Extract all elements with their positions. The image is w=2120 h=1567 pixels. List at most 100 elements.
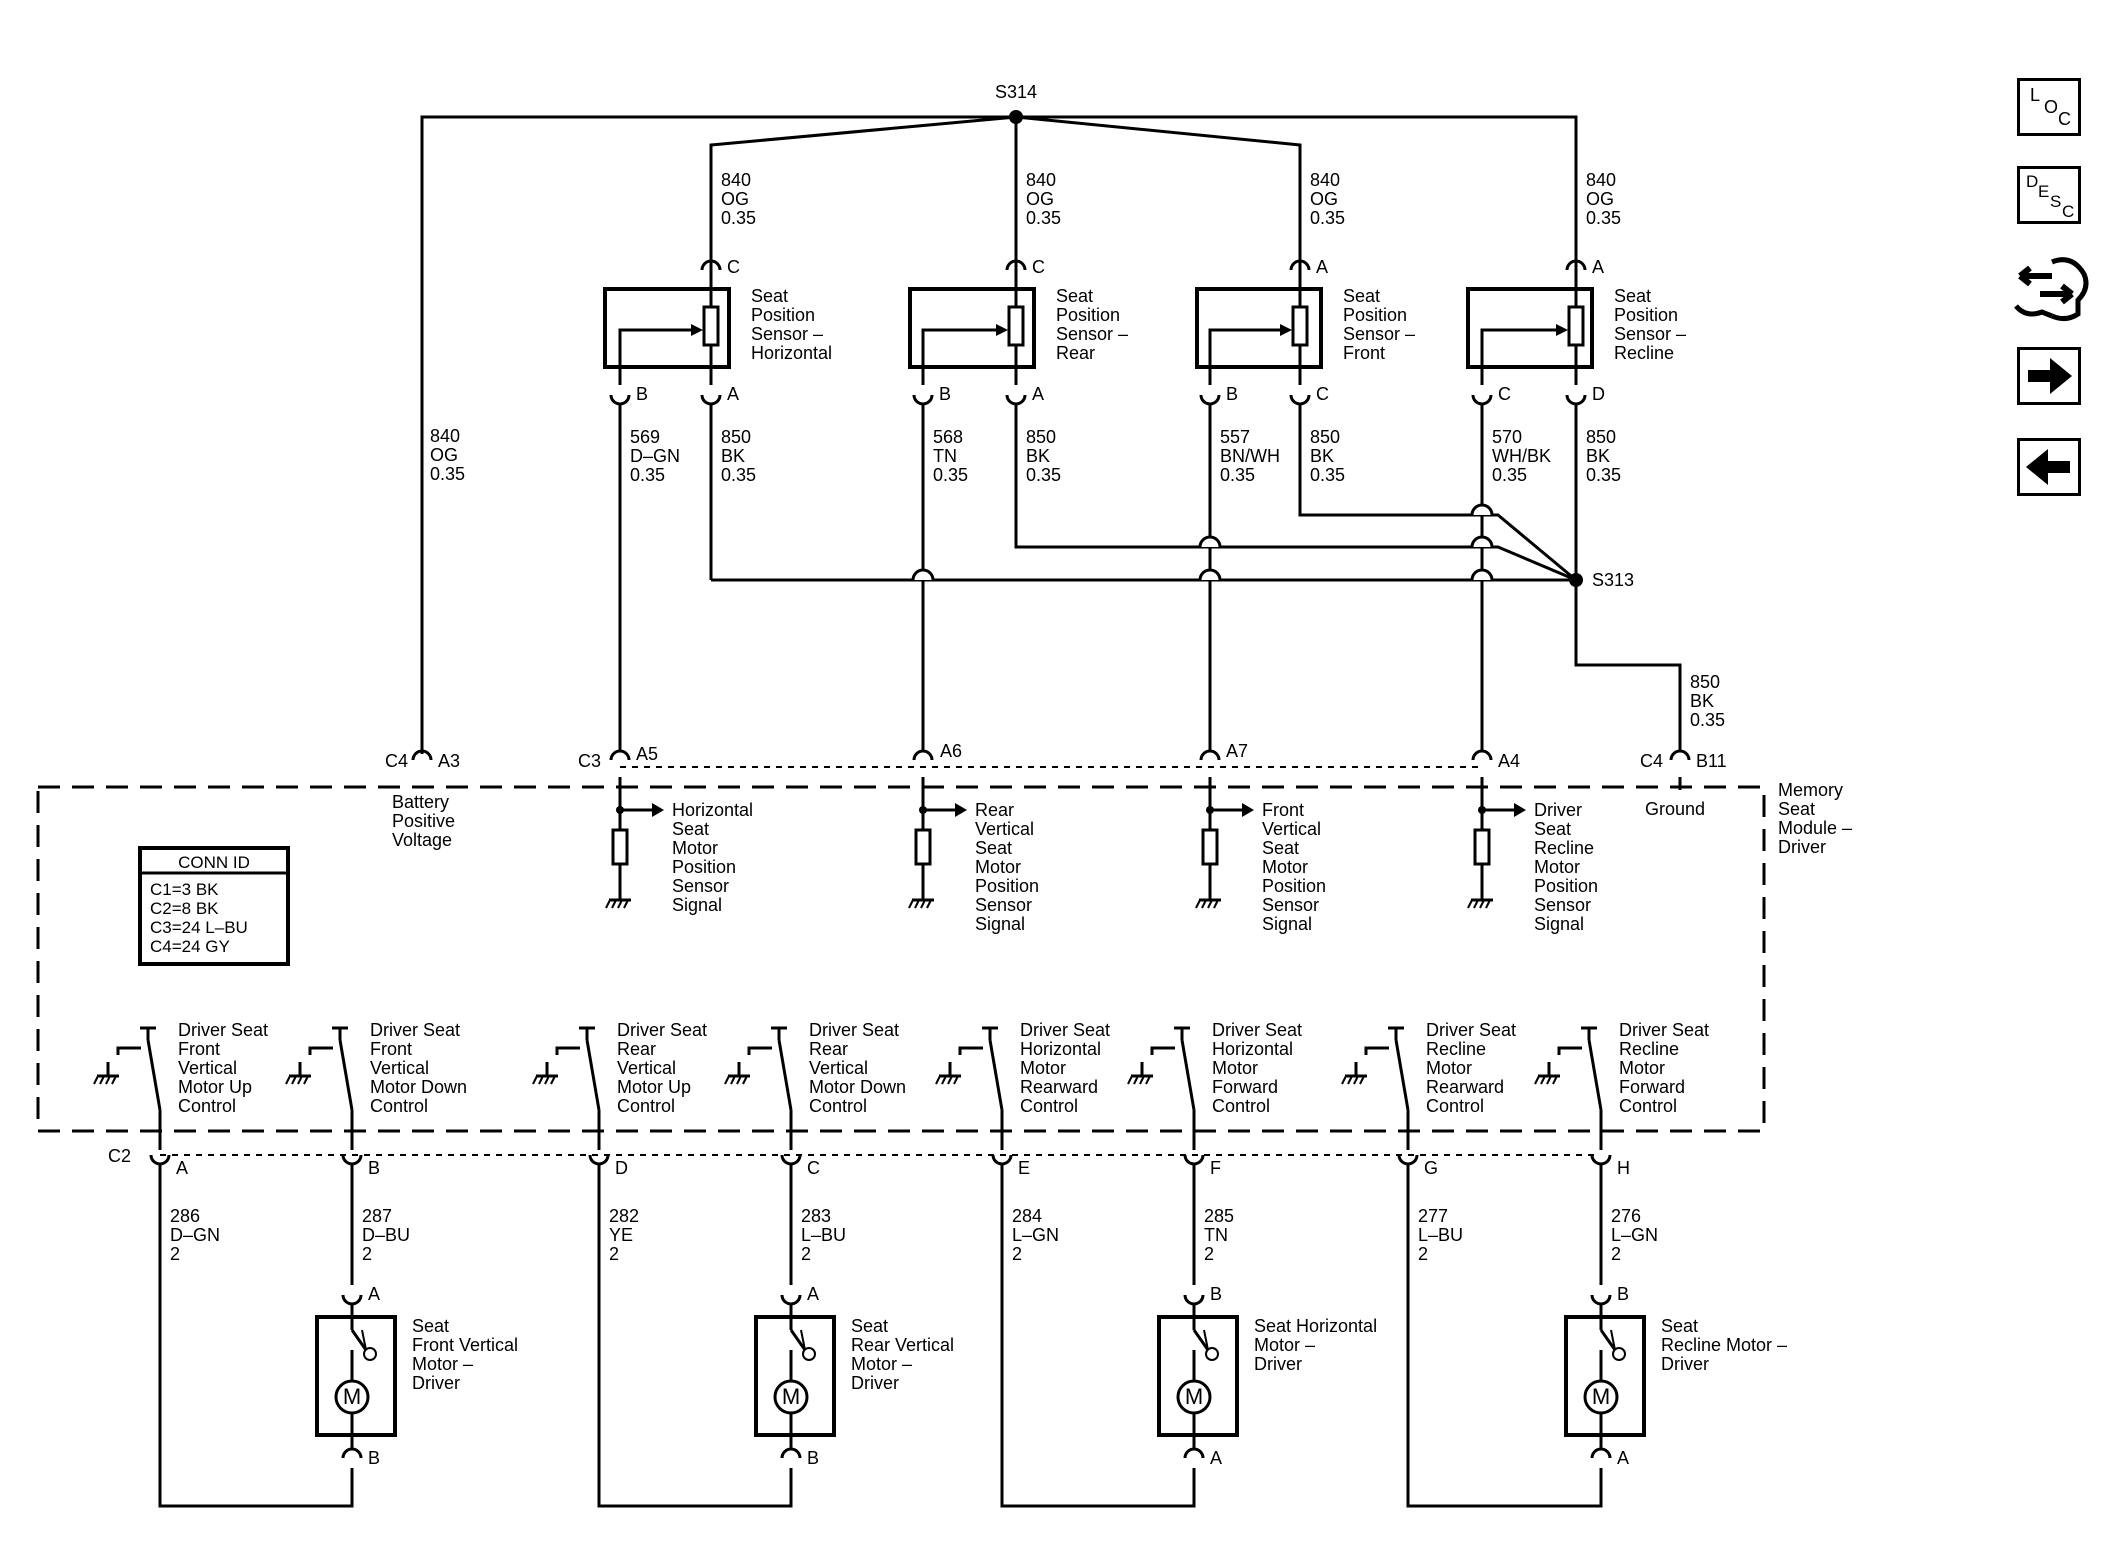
signal-name-label: Horizontal xyxy=(672,800,753,820)
control-7-label: Rearward xyxy=(1426,1077,1504,1097)
signal-name-label: Signal xyxy=(672,895,722,915)
ground-wire-label: 850 xyxy=(1690,672,1720,692)
switch-ground xyxy=(544,1075,550,1085)
motor-wire-label: 284 xyxy=(1012,1206,1042,1226)
module-pin-a6 xyxy=(912,749,934,761)
motor-3-box xyxy=(1157,1315,1239,1437)
control-6-label: Control xyxy=(1212,1096,1270,1116)
thermal-icon xyxy=(1612,1347,1626,1361)
control-1-label: Vertical xyxy=(178,1058,237,1078)
motor-2-box xyxy=(754,1315,836,1437)
motor-return-wire xyxy=(1406,1171,1603,1508)
sensor-pin-label: A xyxy=(1032,384,1044,404)
sensor-4-name: Sensor – xyxy=(1614,324,1686,344)
sensor-bottom-pin xyxy=(1199,394,1221,406)
control-4-label: Vertical xyxy=(809,1058,868,1078)
module-ground xyxy=(1485,899,1491,909)
control-7-label: Recline xyxy=(1426,1039,1486,1059)
control-6-label: Driver Seat xyxy=(1212,1020,1302,1040)
control-3-label: Rear xyxy=(617,1039,656,1059)
top-feed-wire xyxy=(709,115,1302,270)
motor-2-name: Motor – xyxy=(851,1354,912,1374)
desc-icon: D E S C xyxy=(2026,172,2074,221)
battery-voltage-label: Voltage xyxy=(392,830,452,850)
module-ground xyxy=(908,899,914,909)
module-pin-label: A7 xyxy=(1226,741,1248,761)
module-pin-label: B11 xyxy=(1696,751,1727,771)
sensor-1-box xyxy=(603,287,731,369)
control-8-label: Recline xyxy=(1619,1039,1679,1059)
signal-wire-label: TN xyxy=(933,446,957,466)
motor-wire-label: L–GN xyxy=(1611,1225,1658,1245)
loc-button[interactable]: L O C xyxy=(2017,78,2081,136)
switch-ground xyxy=(99,1075,105,1085)
c2-pin xyxy=(1183,1154,1205,1166)
switch-blade xyxy=(338,1039,354,1111)
ground-wire-label: BK xyxy=(1690,691,1714,711)
sensor-bottom-pin xyxy=(1005,394,1027,406)
c2-pin xyxy=(341,1154,363,1166)
loc-letter-o: O xyxy=(2044,97,2058,117)
motor-top-pin xyxy=(341,1294,363,1306)
switch-ground xyxy=(736,1075,742,1085)
motor-wire-label: L–BU xyxy=(1418,1225,1463,1245)
desc-letter-d: D xyxy=(2026,172,2038,191)
sensor-wiper xyxy=(618,328,697,375)
connector-button[interactable] xyxy=(2012,252,2092,328)
top-wire-label: OG xyxy=(1026,189,1054,209)
control-6-label: Horizontal xyxy=(1212,1039,1293,1059)
switch-ground-contact xyxy=(555,1046,580,1055)
module-ground xyxy=(1195,899,1201,909)
switch-ground xyxy=(538,1075,544,1085)
sensor-resistor xyxy=(1007,305,1025,347)
control-5-label: Motor xyxy=(1020,1058,1066,1078)
sensor-resistor xyxy=(1567,305,1585,347)
switch-ground-contact xyxy=(1150,1046,1175,1055)
back-button[interactable] xyxy=(2017,438,2081,496)
sensor-3-name: Position xyxy=(1343,305,1407,325)
c2-pin-label: E xyxy=(1018,1158,1030,1178)
motor-2-name: Rear Vertical xyxy=(851,1335,954,1355)
motor-4-box xyxy=(1564,1315,1646,1437)
switch-ground xyxy=(111,1075,117,1085)
switch-blade xyxy=(988,1039,1004,1111)
pull-down-resistor xyxy=(1473,828,1491,866)
splice-s313-label: S313 xyxy=(1592,570,1634,590)
module-ground xyxy=(617,899,623,909)
forward-arrow-icon xyxy=(2028,358,2072,394)
motor-1-name: Front Vertical xyxy=(412,1335,518,1355)
c2-pin-label: A xyxy=(176,1158,188,1178)
switch-blade xyxy=(1587,1039,1603,1111)
desc-button[interactable]: D E S C xyxy=(2017,166,2081,224)
control-4-label: Control xyxy=(809,1096,867,1116)
back-arrow-icon xyxy=(2026,449,2070,485)
motor-wire-label: 277 xyxy=(1418,1206,1448,1226)
module-pin-label: C4 xyxy=(1640,751,1663,771)
signal-wire-label: 557 xyxy=(1220,427,1250,447)
switch-ground xyxy=(105,1075,111,1085)
module-ground xyxy=(926,899,932,909)
sensor-bottom-pin xyxy=(700,394,722,406)
signal-name-label: Motor xyxy=(975,857,1021,877)
sensor-2-name: Sensor – xyxy=(1056,324,1128,344)
signal-name-label: Driver xyxy=(1534,800,1582,820)
control-5-label: Control xyxy=(1020,1096,1078,1116)
motor-4-name: Recline Motor – xyxy=(1661,1335,1787,1355)
sensor-1-name: Horizontal xyxy=(751,343,832,363)
signal-wire-label: 569 xyxy=(630,427,660,447)
signal-wire-label: 0.35 xyxy=(630,465,665,485)
signal-name-label: Signal xyxy=(1262,914,1312,934)
signal-name-label: Rear xyxy=(975,800,1014,820)
module-pin-label: A6 xyxy=(940,741,962,761)
wire-crossover xyxy=(911,568,935,581)
forward-button[interactable] xyxy=(2017,347,2081,405)
signal-wire-label: 0.35 xyxy=(1492,465,1527,485)
switch-ground xyxy=(935,1075,941,1085)
signal-name-label: Position xyxy=(672,857,736,877)
sensor-resistor xyxy=(702,305,720,347)
motor-wire-label: 2 xyxy=(1012,1244,1022,1264)
pull-down-resistor xyxy=(611,828,629,866)
control-8-label: Driver Seat xyxy=(1619,1020,1709,1040)
motor-thermal-switch xyxy=(800,1329,806,1351)
